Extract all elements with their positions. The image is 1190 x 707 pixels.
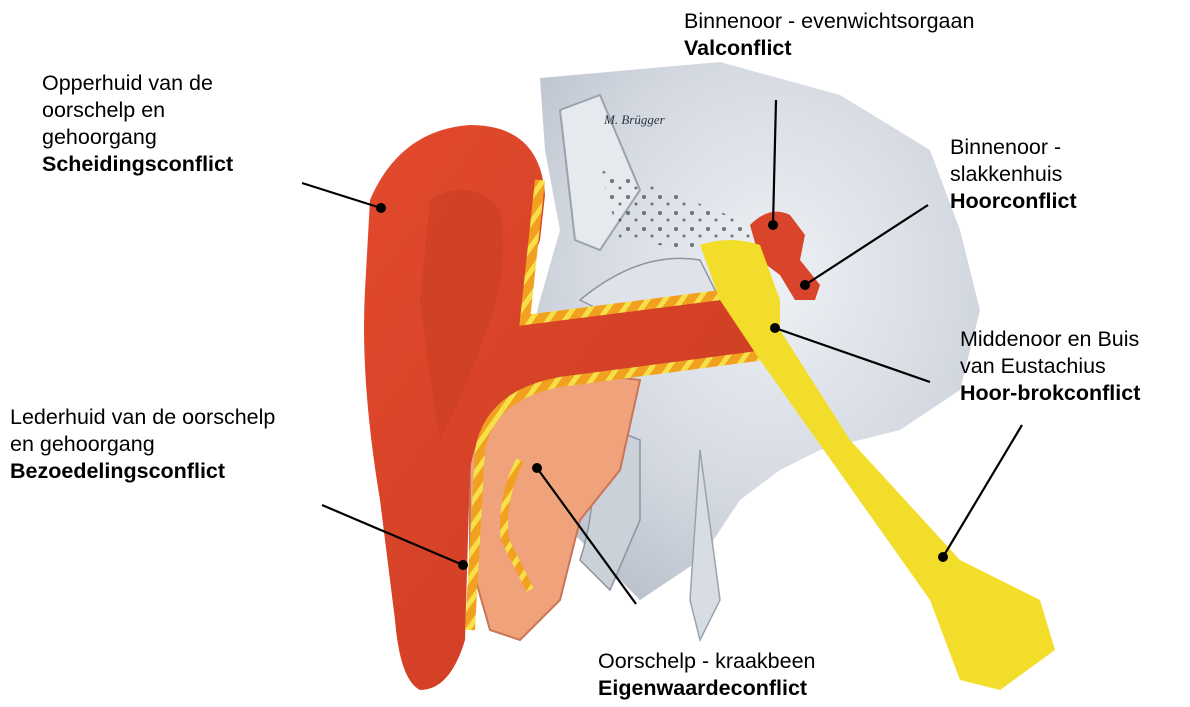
label-cartilage: Oorschelp - kraakbeen Eigenwaardeconflic…: [598, 648, 816, 702]
pointer-dot: [770, 323, 780, 333]
label-cartilage-conflict: Eigenwaardeconflict: [598, 675, 816, 702]
label-dermis: Lederhuid van de oorschelp en gehoorgang…: [10, 404, 275, 485]
label-middle-ear-conflict: Hoor-brokconflict: [960, 380, 1140, 407]
pointer-dot: [800, 280, 810, 290]
label-middle-ear: Middenoor en Buis van Eustachius Hoor-br…: [960, 326, 1140, 407]
label-dermis-conflict: Bezoedelingsconflict: [10, 458, 275, 485]
label-cartilage-text: Oorschelp - kraakbeen: [598, 648, 816, 675]
label-dermis-text: Lederhuid van de oorschelp en gehoorgang: [10, 404, 275, 458]
pointer-dot: [768, 220, 778, 230]
pointer-dot: [938, 552, 948, 562]
label-cochlea: Binnenoor - slakkenhuis Hoorconflict: [950, 134, 1077, 215]
label-epidermis-text: Opperhuid van de oorschelp en gehoorgang: [42, 70, 233, 151]
label-middle-ear-text: Middenoor en Buis van Eustachius: [960, 326, 1140, 380]
signature: M. Brügger: [603, 112, 666, 127]
label-cochlea-text: Binnenoor - slakkenhuis: [950, 134, 1077, 188]
label-epidermis-conflict: Scheidingsconflict: [42, 151, 233, 178]
pointer-epidermis: [302, 183, 381, 208]
label-vestibular-conflict: Valconflict: [684, 35, 974, 62]
pointer-eustachian: [943, 425, 1022, 557]
label-epidermis: Opperhuid van de oorschelp en gehoorgang…: [42, 70, 233, 178]
pointer-dot: [532, 463, 542, 473]
label-vestibular: Binnenoor - evenwichtsorgaan Valconflict: [684, 8, 974, 62]
pointer-dot: [458, 560, 468, 570]
label-vestibular-text: Binnenoor - evenwichtsorgaan: [684, 8, 974, 35]
pointer-dot: [376, 203, 386, 213]
label-cochlea-conflict: Hoorconflict: [950, 188, 1077, 215]
